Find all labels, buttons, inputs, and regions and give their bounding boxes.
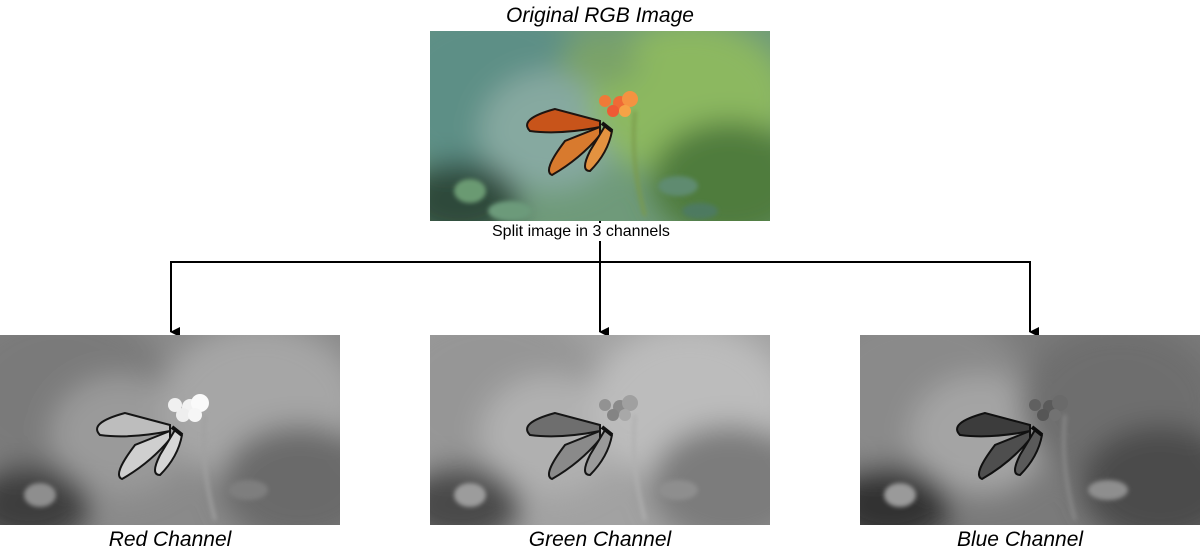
original-image-title: Original RGB Image	[506, 4, 694, 27]
original-rgb-photo	[430, 31, 770, 221]
green-channel-photo	[430, 335, 770, 525]
green-channel-title: Green Channel	[528, 528, 672, 551]
red-channel-title: Red Channel	[108, 528, 232, 551]
blue-channel-photo	[860, 335, 1200, 525]
split-step-label: Split image in 3 channels	[490, 223, 672, 241]
blue-channel-title: Blue Channel	[956, 528, 1084, 551]
red-channel-photo	[0, 335, 340, 525]
